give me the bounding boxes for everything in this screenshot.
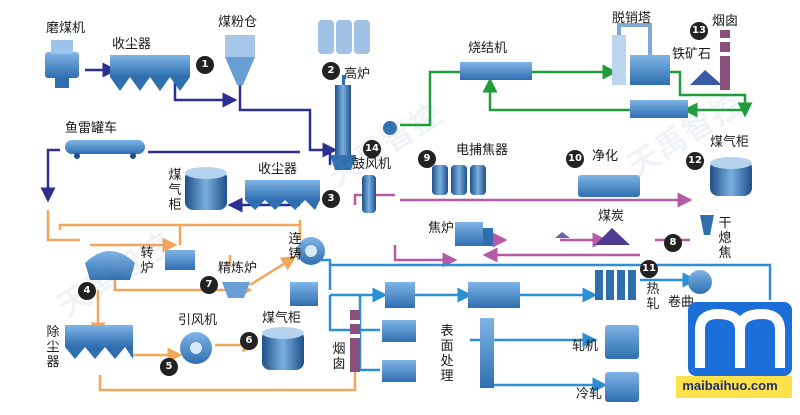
label-electro: 电捕焦器 (456, 143, 509, 158)
mill-stand (605, 325, 639, 359)
sinter-machine (460, 62, 532, 80)
badge-12: 12 (686, 152, 704, 170)
dust-collector-2 (245, 180, 320, 210)
label-cold-roll: 冷轧 (576, 387, 603, 402)
badge-2: 2 (322, 62, 340, 80)
coal-cart (555, 232, 570, 238)
label-sinter: 烧结机 (468, 41, 508, 56)
label-gas-cabinet-2: 煤气柜 (710, 135, 750, 150)
badge-14: 14 (363, 140, 381, 158)
gas-cabinet-1 (185, 167, 227, 210)
label-dry-quench: 干熄焦 (718, 216, 732, 261)
refining-furnace (222, 282, 250, 298)
ore-pile (690, 70, 722, 85)
badge-8: 8 (664, 234, 682, 252)
label-purify: 净化 (592, 149, 619, 164)
badge-4: 4 (78, 282, 96, 300)
label-gas-cabinet-1: 煤气柜 (168, 168, 182, 213)
label-ore: 铁矿石 (672, 47, 712, 62)
label-blower: 鼓风机 (352, 157, 392, 172)
induced-fan (180, 332, 212, 364)
label-blast-furnace: 高炉 (344, 67, 371, 82)
electrostatic-tanks (432, 165, 486, 195)
dry-quench (700, 215, 714, 235)
brand-site: maibaihuo.com (682, 378, 778, 393)
label-fan: 引风机 (178, 313, 218, 328)
torpedo-car (65, 140, 145, 159)
label-converter: 转炉 (140, 246, 154, 276)
badge-11: 11 (640, 260, 658, 278)
label-torpedo: 鱼雷罐车 (65, 121, 118, 136)
coke-flow-lines (353, 192, 693, 268)
caster-box (290, 282, 318, 306)
label-gas-cabinet-3: 煤气柜 (262, 311, 302, 326)
iron-flow-lines (400, 64, 753, 127)
dust-collector-1 (110, 55, 190, 91)
badge-7: 7 (200, 276, 218, 294)
desulfurization-tower (612, 23, 670, 85)
label-coiling: 卷曲 (668, 295, 695, 310)
blast-furnace-silos (318, 20, 370, 54)
badge-1: 1 (196, 56, 214, 74)
label-refining: 精炼炉 (218, 261, 258, 276)
label-coal-bin: 煤粉仓 (218, 15, 258, 30)
dust-remover (65, 325, 133, 359)
label-mill-stand: 轧机 (572, 339, 599, 354)
badge-6: 6 (240, 332, 258, 350)
label-dust-collector-2: 收尘器 (258, 162, 298, 177)
label-dust-remover: 除尘器 (46, 325, 60, 370)
coiler (688, 270, 712, 294)
sinter-cooler (630, 100, 688, 118)
label-chimney-1: 烟囱 (712, 14, 739, 29)
badge-3: 3 (322, 190, 340, 208)
coke-oven (455, 222, 493, 246)
label-dust-collector-1: 收尘器 (112, 37, 152, 52)
chimney-1 (720, 30, 730, 90)
coal-flow-lines (40, 62, 338, 213)
caster (297, 237, 325, 265)
blast-furnace (330, 75, 356, 170)
converter (85, 251, 135, 280)
chimney-2 (350, 310, 360, 372)
gas-cabinet-3 (262, 327, 304, 370)
badge-10: 10 (566, 150, 584, 168)
label-hot-roll: 热轧 (646, 282, 660, 312)
label-desulf: 脱销塔 (612, 11, 652, 26)
coal-bin (225, 35, 255, 85)
badge-5: 5 (160, 358, 178, 376)
label-coal: 煤炭 (598, 209, 625, 224)
gas-cabinet-2 (710, 157, 752, 196)
cold-roll-stand (605, 372, 639, 402)
coal-mill (45, 40, 79, 88)
badge-9: 9 (418, 150, 436, 168)
converter-hood (165, 250, 195, 270)
label-surface: 表面处理 (440, 324, 454, 384)
label-chimney-2: 烟囱 (332, 342, 346, 372)
purifier (578, 175, 640, 197)
blower (362, 175, 376, 213)
tuyere (383, 121, 397, 135)
hot-roll-stand (595, 270, 636, 300)
label-mill: 磨煤机 (46, 21, 86, 36)
rolling-boxes (382, 282, 520, 388)
badge-13: 13 (690, 22, 708, 40)
label-caster: 连铸 (288, 232, 302, 262)
coal-pile (595, 228, 630, 245)
label-coke-oven: 焦炉 (428, 221, 455, 236)
